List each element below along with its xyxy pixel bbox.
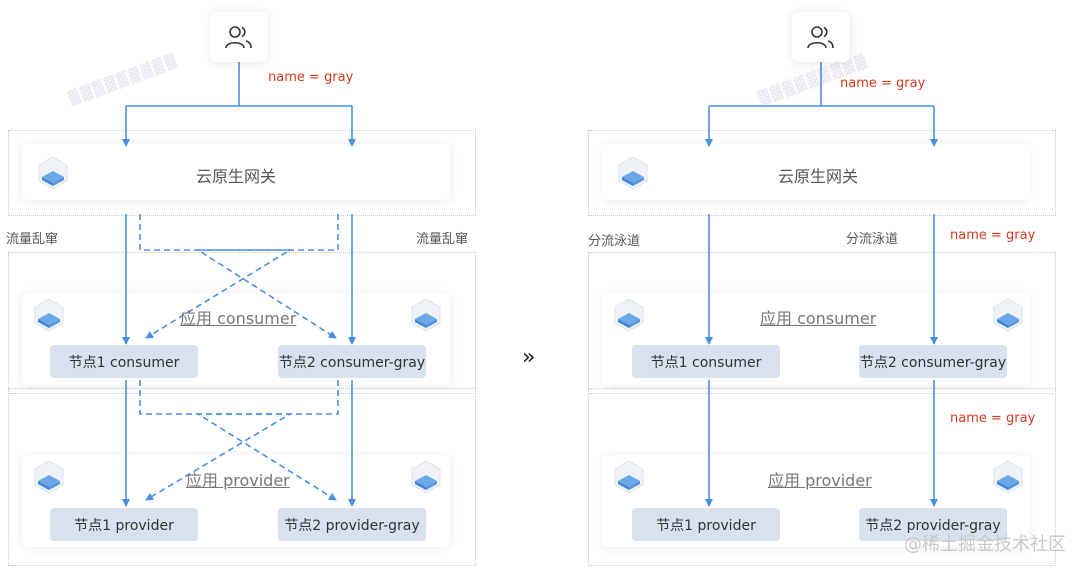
right-consumer-app-label: 应用 consumer xyxy=(760,309,877,328)
user-group-icon xyxy=(225,26,252,49)
right-user-card xyxy=(792,12,850,62)
right-consumer-zone xyxy=(588,252,1056,394)
right-gateway-zone xyxy=(588,130,1056,216)
right-gateway-panel xyxy=(602,144,1030,200)
left-flow-label-2: 流量乱窜 xyxy=(416,232,469,247)
left-header-label: name = gray xyxy=(268,70,354,85)
left-gateway-panel xyxy=(22,144,450,200)
transition-arrow: » xyxy=(522,345,536,370)
cube-icon xyxy=(34,460,64,494)
right-flow-label-2: 分流泳道 xyxy=(846,232,899,247)
cube-icon xyxy=(993,298,1023,332)
right-node-consumer: 节点1 consumer xyxy=(632,345,780,378)
right-node-provider: 节点1 provider xyxy=(632,508,780,541)
cube-icon xyxy=(411,460,441,494)
cube-icon xyxy=(38,156,68,190)
cube-icon xyxy=(614,298,644,332)
right-provider-app-label: 应用 provider xyxy=(768,471,872,490)
left-node-consumer-gray: 节点2 consumer-gray xyxy=(278,345,426,378)
left-provider-app-label: 应用 provider xyxy=(186,471,290,490)
footer-watermark: @稀土掘金技术社区 xyxy=(904,534,1066,555)
left-node-consumer: 节点1 consumer xyxy=(50,345,198,378)
left-gateway-label: 云原生网关 xyxy=(196,167,277,186)
right-flow-label-1: 分流泳道 xyxy=(588,234,641,249)
left-user-card xyxy=(210,12,268,62)
cube-icon xyxy=(614,460,644,494)
right-gateway-label: 云原生网关 xyxy=(778,167,859,186)
user-group-icon xyxy=(807,26,834,49)
left-consumer-app-label: 应用 consumer xyxy=(180,309,297,328)
cube-icon xyxy=(993,460,1023,494)
right-header-label: name = gray xyxy=(840,76,926,91)
right-consumer-header-label: name = gray xyxy=(950,411,1036,426)
watermark: ▓▓▓▓▓▓▓▓▓ xyxy=(66,52,181,108)
right-provider-zone xyxy=(588,388,1056,566)
left-node-provider-gray: 节点2 provider-gray xyxy=(278,508,426,541)
left-node-provider: 节点1 provider xyxy=(50,508,198,541)
cube-icon xyxy=(34,298,64,332)
cube-icon xyxy=(618,156,648,190)
left-flow-label-1: 流量乱窜 xyxy=(6,232,59,247)
right-gateway-header-label: name = gray xyxy=(950,228,1036,243)
right-node-consumer-gray: 节点2 consumer-gray xyxy=(859,345,1007,378)
right-node-provider-gray: 节点2 provider-gray xyxy=(859,508,1007,541)
cube-icon xyxy=(411,298,441,332)
